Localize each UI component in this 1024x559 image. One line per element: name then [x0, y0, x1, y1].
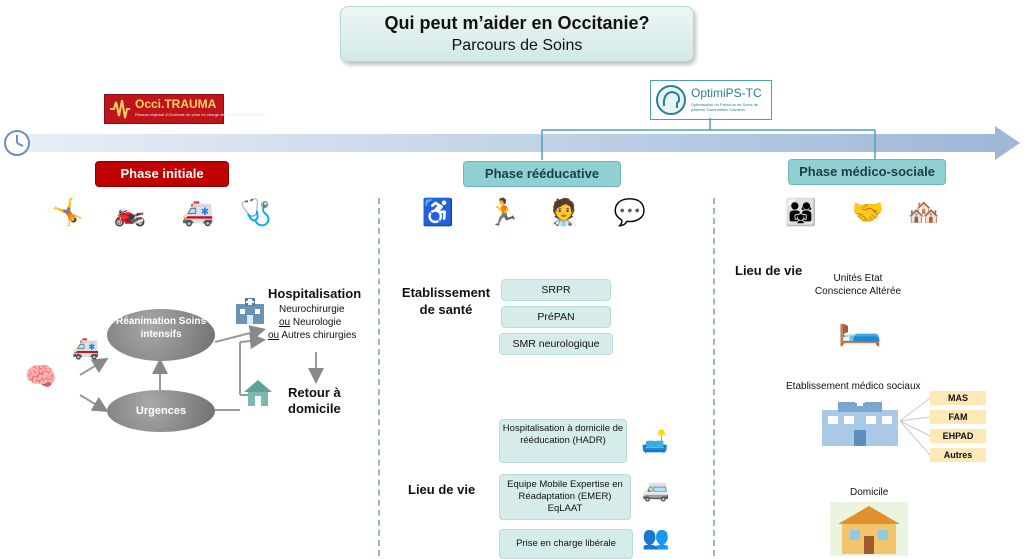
head-trauma-icon: 🧠 — [24, 361, 58, 391]
mobile-team-icon: 🚐 — [642, 477, 670, 502]
icu-bed-icon: 🛏️ — [837, 306, 883, 347]
separator-1 — [378, 198, 380, 556]
tag-autres: Autres — [930, 448, 986, 462]
home-icon — [244, 380, 272, 406]
optimips-logo: OptimiPS-TC Optimisation du Parcours de … — [650, 80, 772, 120]
ueca-label: Unités Etat Conscience Altérée — [814, 273, 902, 297]
social-care-icon: 👨‍👩‍👧 — [784, 197, 818, 227]
ambulance-icon: 🚑 — [72, 335, 100, 360]
timeline-arrow — [22, 126, 1020, 160]
phase-initiale: Phase initiale — [95, 161, 229, 187]
clock-icon — [4, 130, 30, 156]
etab-srpr: SRPR — [501, 279, 611, 301]
rescue-icon: 🚑 — [181, 197, 215, 227]
wheelchair-icon: ♿ — [421, 197, 455, 227]
brain-wave-icon — [110, 99, 130, 119]
consultation-icon: 💬 — [613, 197, 647, 227]
page-subtitle: Parcours de Soins — [451, 37, 583, 54]
home-care-icon: 🛋️ — [641, 429, 669, 454]
head-brain-icon — [656, 85, 686, 115]
treadmill-icon: 🏃 — [487, 197, 521, 227]
liberal-care-icon: 👥 — [642, 525, 670, 550]
page-title: Qui peut m’aider en Occitanie? — [384, 13, 650, 33]
community-icon: 🏘️ — [907, 197, 941, 227]
tag-fam: FAM — [930, 410, 986, 424]
lieu-liberale: Prise en charge libérale — [499, 529, 633, 559]
phase-reeducative: Phase rééducative — [463, 161, 621, 187]
care-facility-icon — [822, 396, 898, 446]
lieu-emer: Equipe Mobile Expertise en Réadaptation … — [499, 474, 631, 520]
separator-2 — [713, 198, 715, 556]
hospitalisation-title: Hospitalisation — [268, 286, 362, 301]
reanimation-node: Réanimation Soins intensifs — [107, 309, 215, 361]
hosp-neurochirurgie: Neurochirurgie — [279, 304, 345, 315]
therapy-icon: 🧑‍⚕️ — [547, 197, 581, 227]
tag-ehpad: EHPAD — [930, 429, 986, 443]
etab-smr: SMR neurologique — [499, 333, 613, 355]
urgences-node: Urgences — [107, 390, 215, 432]
domicile-label: Domicile — [850, 487, 889, 498]
etab-prepan: PréPAN — [501, 306, 611, 328]
fall-icon: 🤸 — [51, 197, 85, 227]
family-icon: 🤝 — [851, 197, 885, 227]
etab-medico-label: Etablissement médico sociaux — [786, 381, 921, 392]
lieu-de-vie-label: Lieu de vie — [408, 482, 476, 497]
medic-icon: 🩺 — [239, 197, 273, 227]
etablissement-label: Etablissement de santé — [401, 285, 491, 317]
tag-mas: MAS — [930, 391, 986, 405]
hosp-autres: ou Autres chirurgies — [268, 330, 357, 341]
phase-medico-sociale: Phase médico-sociale — [788, 159, 946, 185]
accident-icon: 🏍️ — [113, 197, 147, 227]
house-icon — [830, 502, 908, 556]
lieu-hadr: Hospitalisation à domicile de rééducatio… — [499, 419, 627, 463]
etab-tag-lines — [899, 397, 931, 456]
retour-domicile: Retour à domicile — [288, 385, 341, 416]
hosp-neurologie: ou Neurologie — [279, 317, 342, 328]
hospital-icon — [236, 298, 264, 324]
optimips-connector — [541, 118, 876, 160]
title-box: Qui peut m’aider en Occitanie? Parcours … — [340, 6, 694, 62]
medico-lieu-label: Lieu de vie — [735, 263, 803, 278]
occi-trauma-logo: Occi.TRAUMA Réseau régional d'Occitanie … — [104, 94, 264, 124]
